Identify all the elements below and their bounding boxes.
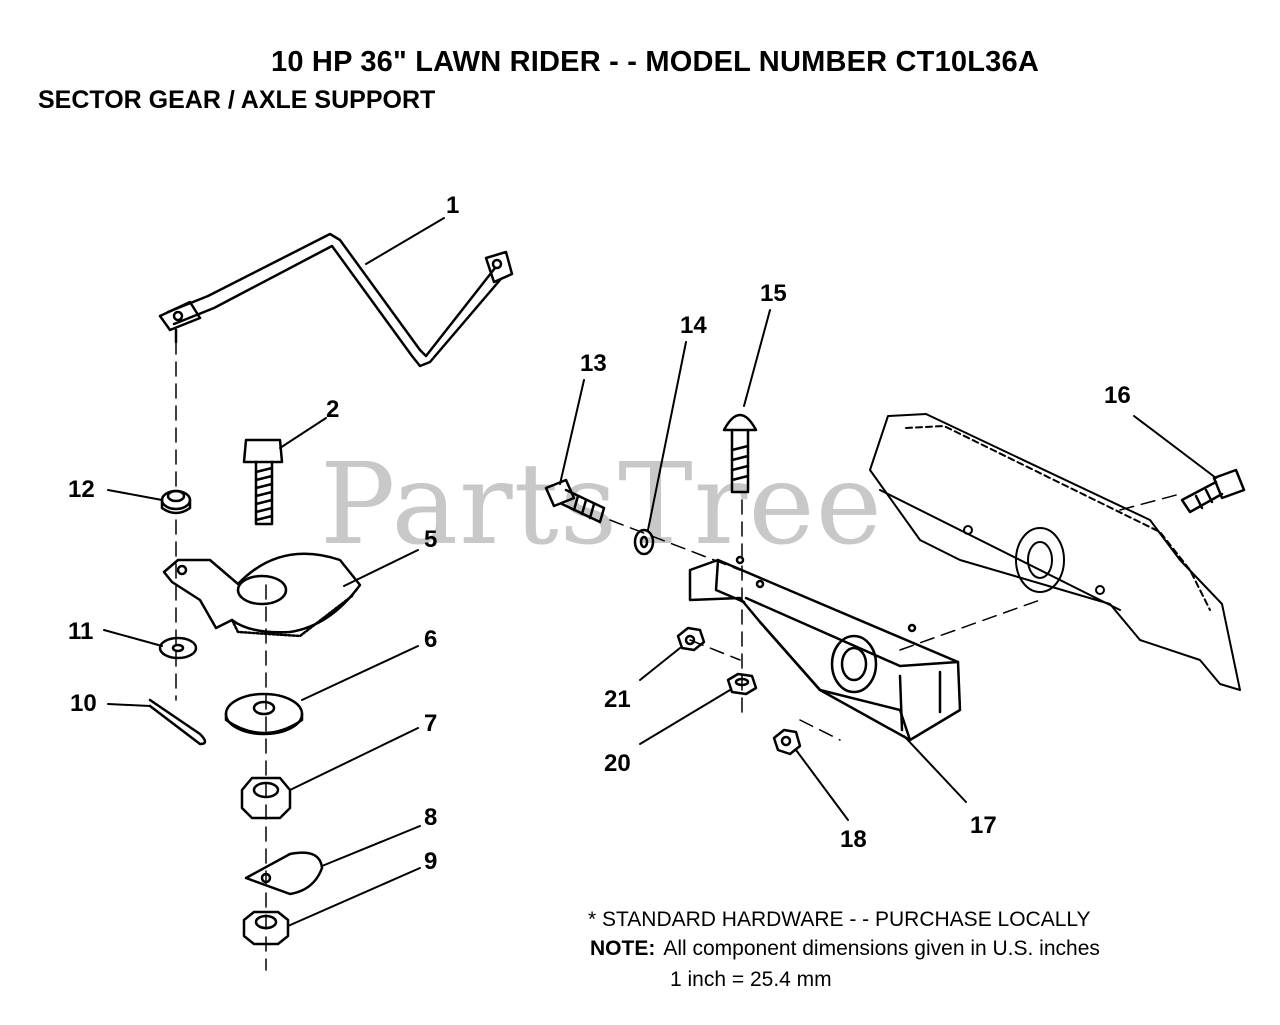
bolt-part-13 (544, 478, 606, 524)
page-title: 10 HP 36" LAWN RIDER - - MODEL NUMBER CT… (271, 46, 1039, 78)
nut-part-21 (676, 626, 706, 652)
clip-part-8 (244, 851, 324, 896)
callout-16: 16 (1104, 382, 1131, 409)
washer-part-11 (158, 636, 198, 660)
bolt-part-2 (242, 438, 284, 526)
callout-20: 20 (604, 750, 631, 777)
callout-11: 11 (68, 618, 94, 645)
callout-7: 7 (424, 710, 438, 737)
lock-nut-part-9 (242, 910, 290, 946)
dimension-note: NOTE: All component dimensions given in U… (590, 937, 1100, 961)
callout-13: 13 (580, 350, 607, 377)
callout-6: 6 (424, 626, 438, 653)
cotter-pin-part-10 (148, 698, 207, 746)
callout-17: 17 (970, 812, 997, 839)
callout-1: 1 (446, 192, 460, 219)
nut-part-12 (160, 489, 192, 515)
callout-8: 8 (424, 804, 438, 831)
dimension-note-text: All component dimensions given in U.S. i… (663, 937, 1100, 960)
nut-part-20 (726, 672, 758, 696)
callout-10: 10 (70, 690, 97, 717)
hex-nut-part-7 (240, 776, 292, 820)
carriage-bolt-part-15 (722, 413, 758, 494)
callout-14: 14 (680, 312, 707, 339)
spacer-part-6 (224, 692, 304, 736)
callout-18: 18 (840, 826, 867, 853)
callout-5: 5 (424, 526, 438, 553)
drag-link-part-1 (158, 232, 514, 368)
callout-12: 12 (68, 476, 95, 503)
standard-hardware-note: * STANDARD HARDWARE - - PURCHASE LOCALLY (588, 908, 1091, 931)
callout-21: 21 (604, 686, 631, 713)
leader-lines (103, 217, 1217, 927)
section-subtitle: SECTOR GEAR / AXLE SUPPORT (38, 86, 436, 114)
sector-gear-part-5 (162, 552, 362, 638)
note-label: NOTE: (590, 937, 656, 960)
axle-support-part-17 (688, 555, 962, 742)
conversion-note: 1 inch = 25.4 mm (670, 968, 832, 991)
axle-frame (869, 413, 1241, 691)
bolt-part-16 (1180, 468, 1246, 514)
callout-2: 2 (326, 396, 340, 423)
callout-9: 9 (424, 848, 438, 875)
nut-part-18 (772, 728, 802, 756)
washer-part-14 (633, 528, 655, 556)
callout-15: 15 (760, 280, 787, 307)
partstree-watermark: PartsTree (320, 440, 883, 570)
